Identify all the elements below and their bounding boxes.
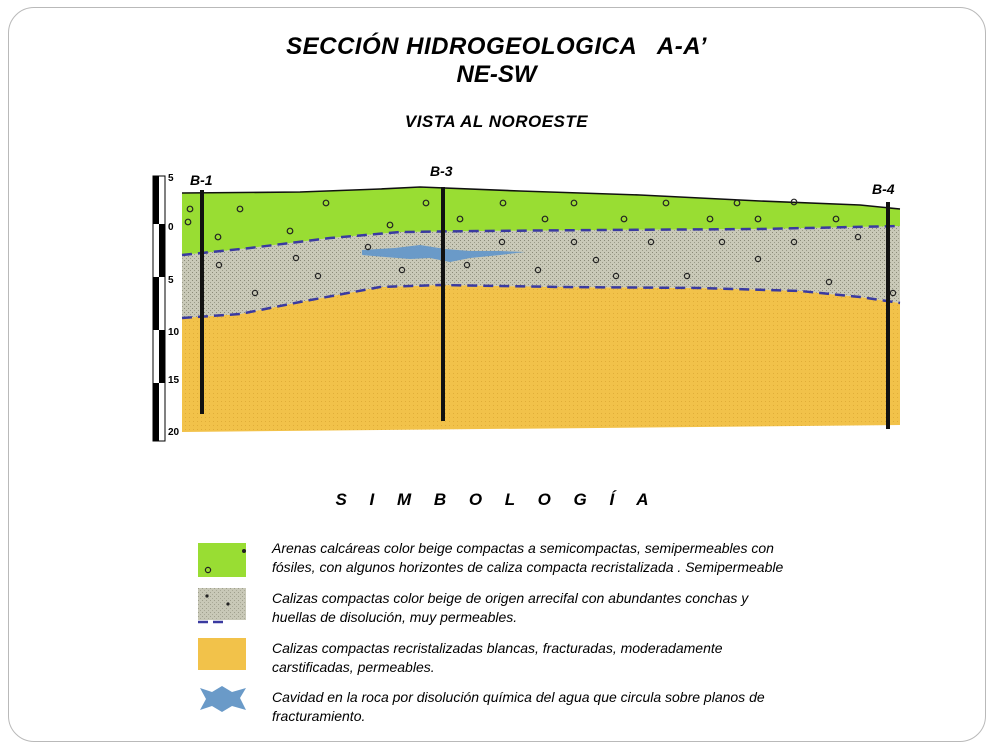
- well-label-b3: B-3: [430, 163, 453, 179]
- legend-item-cavity-line2: fracturamiento.: [272, 708, 366, 724]
- legend-item-sand-line1: Arenas calcáreas color beige compactas a…: [272, 540, 774, 556]
- depth-label: 10: [168, 327, 180, 338]
- legend-item-recrystallized-limestone-line2: carstificadas, permeables.: [272, 659, 435, 675]
- well-label-b4: B-4: [872, 181, 895, 197]
- well-label-b1: B-1: [190, 172, 213, 188]
- depth-scale-bar: [152, 175, 166, 442]
- legend-item-recrystallized-limestone: Calizas compactas recristalizadas blanca…: [272, 639, 912, 677]
- fossil-symbols: [184, 198, 840, 241]
- legend-item-reef-limestone-line2: huellas de disolución, muy permeables.: [272, 609, 518, 625]
- shell-symbols: [215, 233, 897, 297]
- reef-limestone-layer: [182, 226, 900, 318]
- legend-swatch-sand: [198, 543, 246, 577]
- upper-contact-line: [181, 224, 901, 257]
- lower-contact-line: [181, 283, 901, 320]
- section-title: SECCIÓN HIDROGEOLOGICA A-A’: [286, 33, 707, 60]
- recrystallized-limestone-layer: [182, 285, 900, 432]
- legend-item-recrystallized-limestone-line1: Calizas compactas recristalizadas blanca…: [272, 640, 723, 656]
- legend-item-sand: Arenas calcáreas color beige compactas a…: [272, 539, 912, 577]
- legend-item-cavity-line1: Cavidad en la roca por disolución químic…: [272, 689, 765, 705]
- depth-label: 5: [168, 275, 174, 286]
- section-orientation: NE-SW: [456, 61, 537, 88]
- legend-item-cavity: Cavidad en la roca por disolución químic…: [272, 688, 912, 726]
- well-b1-bar: [200, 190, 204, 414]
- legend-title: S I M B O L O G Í A: [335, 490, 658, 509]
- depth-label: 0: [168, 222, 174, 233]
- legend-item-reef-limestone-line1: Calizas compactas color beige de origen …: [272, 590, 749, 606]
- legend-swatch-reef-limestone: [198, 588, 246, 624]
- view-direction: VISTA AL NOROESTE: [404, 112, 589, 131]
- well-b4-bar: [886, 202, 890, 429]
- legend-item-reef-limestone: Calizas compactas color beige de origen …: [272, 589, 912, 627]
- calcareous-sand-layer: [182, 187, 900, 255]
- depth-label: 5: [168, 173, 174, 184]
- ground-surface-line: [181, 186, 901, 210]
- depth-label: 15: [168, 375, 180, 386]
- legend-swatch-cavity: [200, 686, 246, 712]
- depth-label: 20: [168, 427, 180, 438]
- well-b3-bar: [441, 187, 445, 421]
- legend-swatch-recrystallized-limestone: [198, 638, 246, 670]
- legend-item-sand-line2: fósiles, con algunos horizontes de caliz…: [272, 559, 784, 575]
